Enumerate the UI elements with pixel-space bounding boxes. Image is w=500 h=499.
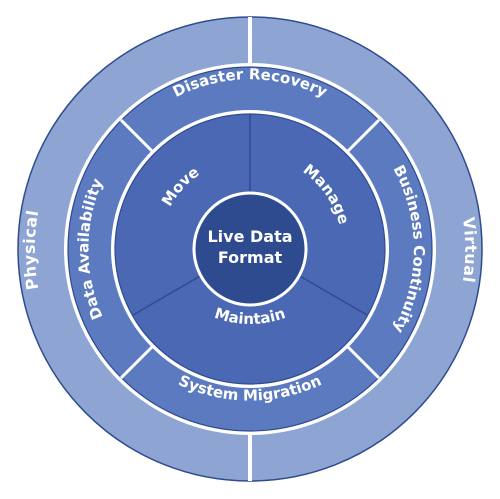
center-label-line1: Live Data (207, 227, 292, 246)
center-label-line2: Format (218, 248, 283, 267)
center-circle (192, 191, 308, 307)
outer-label-physical: Physical (20, 208, 43, 291)
center-hub: Live Data Format (192, 191, 308, 307)
middle-divider-top-right (346, 118, 381, 153)
inner-divider-left (132, 274, 203, 316)
middle-divider-bottom-right (346, 345, 381, 380)
inner-label-maintain: Maintain (213, 304, 288, 328)
outer-label-virtual: Virtual (459, 216, 480, 284)
middle-divider-bottom-left (119, 345, 154, 380)
inner-divider-right (297, 274, 368, 316)
middle-ring-dividers (119, 118, 381, 380)
inner-ring-dividers (132, 114, 368, 316)
middle-divider-top-left (119, 118, 154, 153)
